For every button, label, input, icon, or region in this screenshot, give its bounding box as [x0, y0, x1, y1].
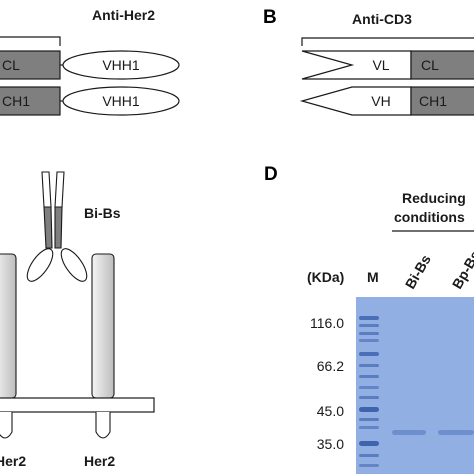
gel-sheen: [356, 297, 474, 474]
marker-lane-label: M: [367, 269, 379, 285]
vhh1-label-bottom: VHH1: [102, 93, 140, 109]
panel-b: B Anti-CD3 VL CL VH CH1: [263, 7, 474, 116]
mw-label: 45.0: [317, 403, 344, 419]
vhh1-domain-top: [62, 50, 180, 80]
ch1-domain: [410, 86, 474, 116]
her2-tail-right: [95, 412, 111, 439]
marker-band: [359, 426, 379, 429]
marker-band: [359, 396, 379, 399]
marker-band: [359, 441, 379, 446]
vl-domain-label: VL: [372, 57, 389, 73]
marker-band: [359, 352, 379, 356]
mw-label: 66.2: [317, 358, 344, 374]
marker-band: [359, 386, 379, 389]
sample-band-bp-bs: [438, 430, 474, 435]
anti-her2-bracket: [0, 36, 61, 46]
kda-unit-label: (KDa): [307, 269, 344, 285]
her2-tail-left: [0, 412, 13, 439]
cl-domain-label: CL: [421, 57, 439, 73]
marker-band: [359, 324, 379, 327]
cl-domain-label: CL: [2, 57, 20, 73]
ch1-domain-label: CH1: [419, 93, 447, 109]
anti-cd3-title: Anti-CD3: [352, 11, 412, 27]
vl-domain: [301, 50, 412, 80]
vh-domain-label: VH: [371, 93, 390, 109]
her2-label-left: Her2: [0, 453, 26, 469]
ch1-domain-label: CH1: [2, 93, 30, 109]
cl-arm: [43, 206, 53, 249]
condition-label-line2: conditions: [394, 209, 465, 225]
panel-a: Anti-Her2 CL VHH1 CH1 VHH1: [0, 7, 180, 116]
vh-arm: [54, 171, 65, 208]
vhh1-label-top: VHH1: [102, 57, 140, 73]
sample-band-bi-bs: [392, 430, 426, 435]
cell-membrane: [0, 397, 155, 413]
mw-label: 35.0: [317, 436, 344, 452]
marker-band: [359, 418, 379, 421]
marker-band: [359, 464, 379, 467]
her2-receptor-left: [0, 253, 17, 399]
marker-band: [359, 407, 379, 412]
panel-d: D Reducing conditions (KDa) M Bi-Bs Bp-B…: [264, 164, 474, 474]
cl-domain: [410, 50, 474, 80]
vh-domain: [299, 86, 412, 116]
mw-label: 116.0: [310, 315, 344, 331]
marker-ladder: [359, 316, 379, 467]
vhh1-domain-left: [26, 248, 54, 282]
ch1-arm: [54, 206, 63, 249]
condition-label-line1: Reducing: [402, 190, 466, 206]
marker-band: [359, 364, 379, 367]
anti-her2-title: Anti-Her2: [92, 7, 155, 23]
her2-receptor-right: [91, 253, 115, 399]
lane-label-bp-bs: Bp-Bs: [449, 248, 474, 292]
marker-band: [359, 332, 379, 335]
vl-arm: [41, 171, 52, 208]
vhh1-domain-bottom: [62, 86, 180, 116]
anti-cd3-bracket: [301, 37, 474, 46]
marker-band: [359, 316, 379, 320]
panel-letter-b: B: [263, 7, 277, 28]
panel-c: Bi-Bs Her2 Her2: [0, 171, 155, 469]
panel-letter-d: D: [264, 164, 278, 185]
marker-band: [359, 339, 379, 342]
vhh1-domain-right: [60, 248, 88, 282]
marker-band: [359, 375, 379, 378]
bi-bs-label: Bi-Bs: [84, 205, 121, 221]
her2-label-right: Her2: [84, 453, 115, 469]
lane-label-bi-bs: Bi-Bs: [402, 252, 434, 292]
marker-band: [359, 454, 379, 457]
